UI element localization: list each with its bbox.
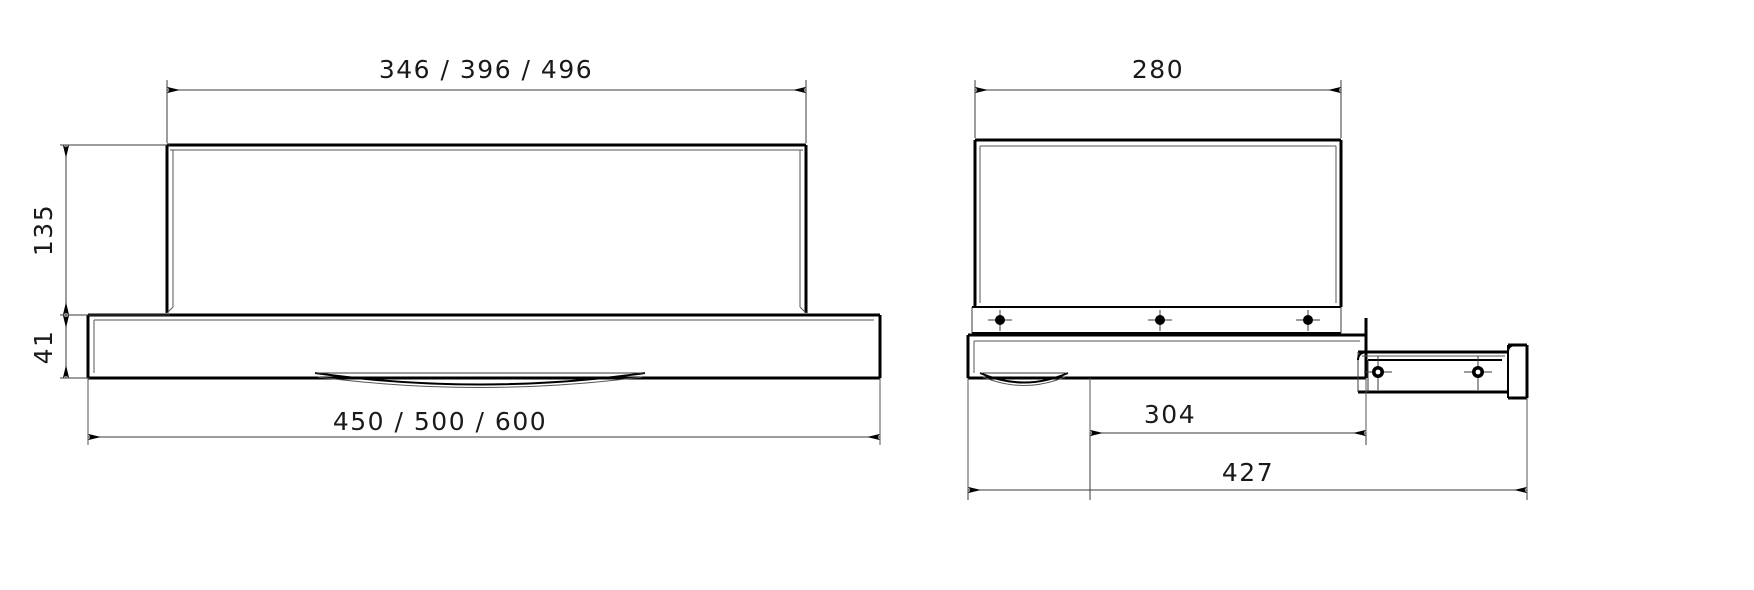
dimension-label-front-overall-width: 450 / 500 / 600 [333, 407, 547, 436]
side-view-drawer [966, 318, 1368, 380]
front-view-group [86, 143, 882, 388]
dimension-label-front-top-width: 346 / 396 / 496 [379, 55, 593, 84]
dimension-label-side-top-depth: 280 [1132, 55, 1184, 84]
rail-screw-1 [1364, 356, 1392, 390]
fixing-point-1 [988, 310, 1012, 331]
dimension-side-body-depth: 304 [1089, 380, 1367, 500]
side-view-handle-lens [979, 372, 1069, 386]
front-view-handle-lens [314, 372, 646, 388]
side-view-group [966, 138, 1529, 400]
dimension-front-height-base: 41 [29, 314, 90, 379]
dimension-front-height-body: 135 [29, 144, 170, 316]
dimension-label-side-body-depth: 304 [1144, 400, 1196, 429]
side-view-mounting-strip [971, 306, 1342, 334]
dimension-side-top-depth: 280 [974, 55, 1342, 138]
front-view-canopy [165, 143, 808, 314]
rail-screw-2 [1464, 356, 1492, 390]
side-view-body [973, 138, 1343, 307]
fixing-point-2 [1148, 310, 1172, 331]
dimension-front-top-width: 346 / 396 / 496 [166, 55, 807, 143]
dimension-label-front-height-body: 135 [29, 204, 58, 256]
dimension-label-side-overall-depth: 427 [1222, 458, 1274, 487]
dimension-label-front-height-base: 41 [29, 330, 58, 365]
side-view-slide-rail [1357, 343, 1529, 400]
front-view-base [86, 313, 882, 380]
fixing-point-3 [1296, 310, 1320, 331]
construction-lines [87, 378, 1528, 490]
